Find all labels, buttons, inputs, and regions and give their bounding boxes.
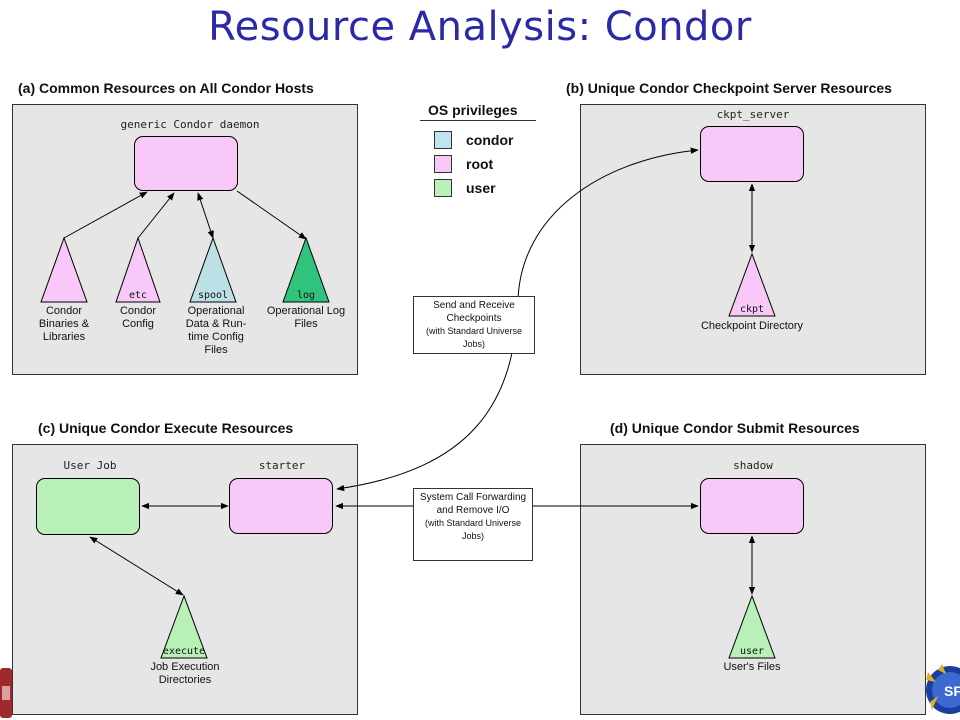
checkpoint-note-sub: (with Standard Universe Jobs)	[425, 326, 523, 349]
binaries-caption: Condor Binaries & Libraries	[38, 305, 90, 343]
etc-arrow	[137, 192, 175, 239]
user-files-caption: User's Files	[723, 661, 781, 673]
legend-swatch-root	[434, 155, 452, 173]
slide-title: Resource Analysis: Condor	[208, 4, 752, 50]
legend-title: OS privileges	[428, 102, 518, 118]
shadow-box	[700, 478, 804, 534]
spool-caption: Operational Data & Run-time Config Files	[185, 305, 247, 356]
etc-caption: Condor Config	[119, 305, 157, 330]
legend-label-user: user	[466, 180, 496, 196]
checkpoint-note: Send and Receive Checkpoints (with Stand…	[413, 296, 535, 354]
legend-rule	[420, 120, 536, 121]
spool-resource-triangle	[189, 236, 237, 303]
spool-tag: spool	[197, 290, 229, 301]
binaries-arrow	[63, 191, 148, 239]
user-files-resource-triangle	[728, 594, 776, 659]
panel-b-title: (b) Unique Condor Checkpoint Server Reso…	[566, 80, 892, 96]
log-arrow	[236, 190, 307, 240]
execute-caption: Job Execution Directories	[150, 661, 220, 686]
ckpt-resource-triangle	[728, 252, 776, 317]
log-caption: Operational Log Files	[266, 305, 346, 330]
user-job-label: User Job	[63, 459, 117, 472]
spool-arrow	[197, 192, 214, 239]
legend-label-root: root	[466, 156, 494, 172]
legend-label-condor: condor	[466, 132, 514, 148]
ckpt-server-box	[700, 126, 804, 182]
ckpt-server-label: ckpt_server	[716, 108, 790, 121]
syscall-note: System Call Forwarding and Remove I/O (w…	[413, 488, 533, 561]
user-job-box	[36, 478, 140, 535]
log-tag: log	[296, 290, 316, 301]
starter-box	[229, 478, 333, 534]
execute-resource-triangle	[160, 594, 208, 659]
execute-arrow	[89, 536, 184, 596]
etc-resource-triangle	[115, 236, 161, 303]
user-files-tag: user	[739, 646, 765, 657]
ckpt-caption: Checkpoint Directory	[700, 320, 804, 332]
checkpoint-note-main: Send and Receive Checkpoints	[433, 300, 515, 324]
panel-a-title: (a) Common Resources on All Condor Hosts	[18, 80, 314, 96]
generic-daemon-box	[134, 136, 238, 191]
ckpt-tag: ckpt	[739, 304, 765, 315]
legend-swatch-user	[434, 179, 452, 197]
shadow-label: shadow	[733, 459, 773, 472]
generic-daemon-label: generic Condor daemon	[120, 118, 260, 131]
legend-swatch-condor	[434, 131, 452, 149]
starter-label: starter	[258, 459, 306, 472]
syscall-note-sub: (with Standard Universe Jobs)	[424, 518, 522, 541]
nsf-logo: SF	[926, 664, 960, 714]
university-logo	[0, 668, 12, 718]
log-resource-triangle	[282, 236, 330, 303]
execute-tag: execute	[162, 646, 206, 657]
panel-c-title: (c) Unique Condor Execute Resources	[38, 420, 294, 436]
svg-text:SF: SF	[944, 683, 960, 699]
syscall-note-main: System Call Forwarding and Remove I/O	[419, 492, 527, 516]
binaries-resource-triangle	[40, 236, 88, 303]
etc-tag: etc	[128, 290, 148, 301]
